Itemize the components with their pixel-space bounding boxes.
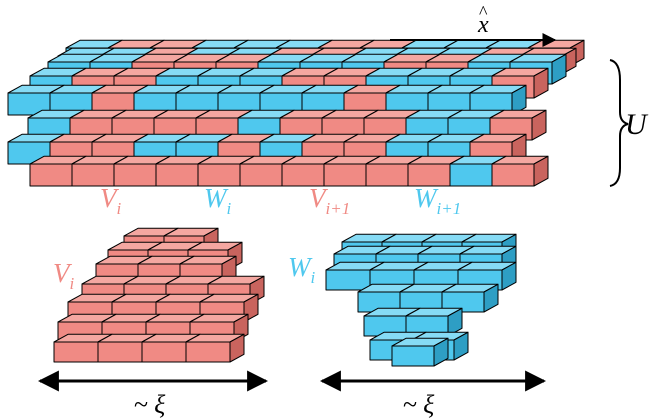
- x-direction-label: x: [477, 12, 489, 38]
- scale-label-left: ~ξ: [134, 390, 166, 418]
- brick-pink: [491, 155, 549, 187]
- brick-pink: [29, 155, 87, 187]
- segment-label-v-i: Vi: [100, 183, 122, 218]
- brick-cyan: [441, 283, 499, 313]
- x-direction-hat: ^: [479, 2, 488, 22]
- top-brick-wall: [7, 39, 585, 187]
- segment-label-w-i-plus-1: Wi+1: [414, 183, 461, 218]
- operator-brace: [609, 59, 629, 187]
- scale-label-right: ~ξ: [403, 390, 435, 418]
- brick-cyan: [449, 155, 507, 187]
- lower-right-label: Wi: [288, 252, 316, 287]
- lower-left-label: Vi: [53, 258, 75, 293]
- brick-cyan: [405, 307, 463, 337]
- segment-label-w-i: Wi: [204, 183, 232, 218]
- operator-label: U: [625, 108, 649, 141]
- lower-left-pyramid: [53, 227, 265, 363]
- lower-right-pyramid: [325, 233, 517, 367]
- brick-pink: [185, 333, 245, 363]
- brick-cyan: [391, 337, 449, 367]
- segment-label-v-i-plus-1: Vi+1: [309, 183, 350, 218]
